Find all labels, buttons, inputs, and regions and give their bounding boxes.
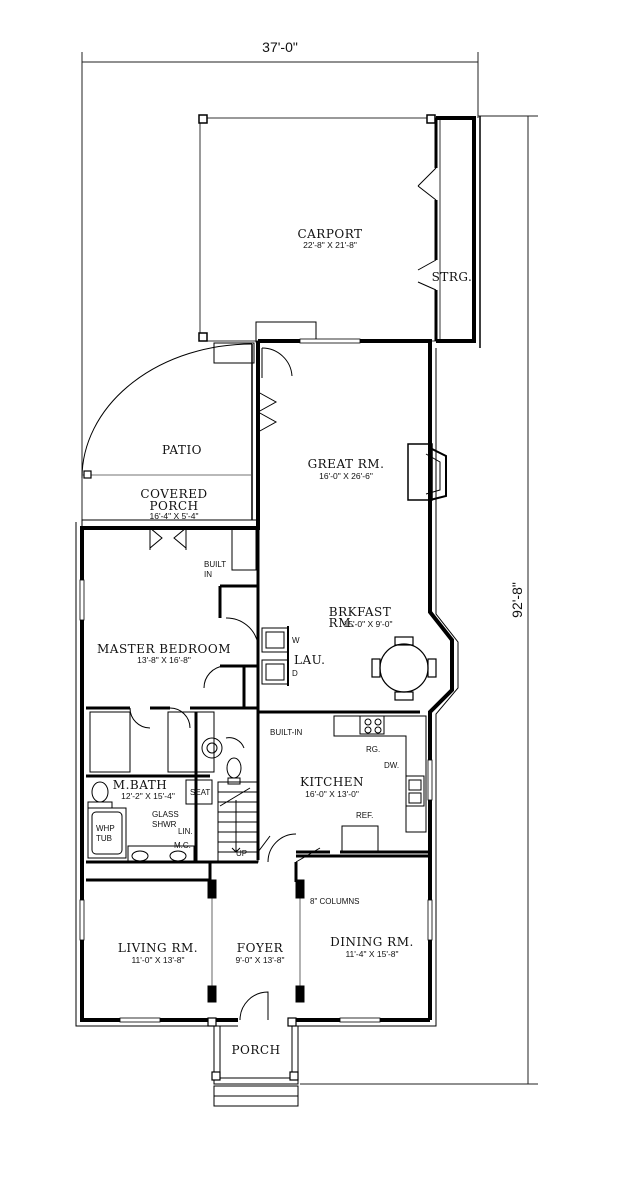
seat-label: SEAT bbox=[190, 788, 210, 797]
front-room-walls bbox=[86, 854, 430, 882]
covered-porch-label-1: COVERED bbox=[140, 487, 207, 501]
carport-area bbox=[198, 114, 481, 364]
master-closets bbox=[89, 711, 215, 773]
whirlpool-tub-label-1: WHP bbox=[96, 824, 115, 833]
kitchen-label: KITCHEN bbox=[300, 775, 364, 789]
kitchen-cabinets bbox=[333, 715, 427, 853]
master-bath-size: 12'-2" X 15'-4" bbox=[121, 791, 175, 801]
great-room-label: GREAT RM. bbox=[308, 457, 385, 471]
staircase bbox=[217, 781, 259, 863]
fireplace bbox=[407, 443, 447, 501]
master-bath-label: M.BATH bbox=[113, 778, 167, 792]
columns bbox=[207, 879, 305, 1027]
glass-shower-label-1: GLASS bbox=[152, 810, 179, 819]
powder-room-fixtures bbox=[201, 737, 245, 785]
linen-label: LIN. bbox=[178, 827, 193, 836]
built-in-top-label-1: BUILT bbox=[204, 560, 226, 569]
carport-size: 22'-8" X 21'-8" bbox=[303, 240, 357, 250]
storage-label: STRG. bbox=[432, 270, 473, 284]
covered-porch-size: 16'-4" X 5'-4" bbox=[150, 511, 199, 521]
dining-room-size: 11'-4" X 15'-8" bbox=[345, 949, 398, 959]
glass-shower-label-2: SHWR bbox=[152, 820, 177, 829]
patio-label: PATIO bbox=[162, 443, 202, 457]
master-bedroom-size: 13'-8" X 16'-8" bbox=[137, 655, 191, 665]
range-label: RG. bbox=[366, 745, 380, 754]
carport-label: CARPORT bbox=[297, 227, 362, 241]
master-bath-fixtures bbox=[87, 779, 213, 863]
interior-doors bbox=[129, 526, 321, 1021]
covered-porch-label-2: PORCH bbox=[149, 499, 198, 513]
breakfast-size: 15'-0" X 9'-0" bbox=[344, 619, 393, 629]
rear-doors bbox=[257, 347, 293, 433]
refrigerator-label: REF. bbox=[356, 811, 373, 820]
exterior-wall-outline bbox=[75, 348, 459, 1027]
stairs-up-label: UP bbox=[236, 849, 247, 858]
dryer-label: D bbox=[292, 669, 298, 678]
living-room-size: 11'-0" X 13'-8" bbox=[131, 955, 184, 965]
built-in-top-label-2: IN bbox=[204, 570, 212, 579]
front-porch bbox=[211, 1026, 299, 1107]
master-closet-label: M.C. bbox=[174, 841, 191, 850]
foyer-label: FOYER bbox=[237, 941, 284, 955]
living-room-label: LIVING RM. bbox=[118, 941, 198, 955]
porch-label: PORCH bbox=[231, 1043, 280, 1057]
whirlpool-tub-label-2: TUB bbox=[96, 834, 112, 843]
overall-width-label: 37'-0" bbox=[262, 39, 298, 55]
foyer-size: 9'-0" X 13'-8" bbox=[236, 955, 285, 965]
overall-depth-label: 92'-8" bbox=[509, 582, 525, 618]
dining-room-label: DINING RM. bbox=[330, 935, 414, 949]
columns-label: 8" COLUMNS bbox=[310, 897, 360, 906]
breakfast-label-2: RM. bbox=[329, 616, 356, 630]
great-room-size: 16'-0" X 26'-6" bbox=[319, 471, 373, 481]
kitchen-size: 16'-0" X 13'-0" bbox=[305, 789, 359, 799]
dimension-lines bbox=[81, 52, 538, 1085]
laundry-appliances bbox=[261, 626, 289, 686]
washer-label: W bbox=[292, 636, 300, 645]
laundry-label: LAU. bbox=[294, 653, 325, 667]
breakfast-table bbox=[371, 636, 437, 701]
breakfast-label-1: BRKFAST bbox=[329, 605, 392, 619]
dishwasher-label: DW. bbox=[384, 761, 399, 770]
master-bedroom-label: MASTER BEDROOM bbox=[97, 642, 231, 656]
windows bbox=[79, 338, 433, 1023]
built-in-label: BUILT-IN bbox=[270, 728, 303, 737]
